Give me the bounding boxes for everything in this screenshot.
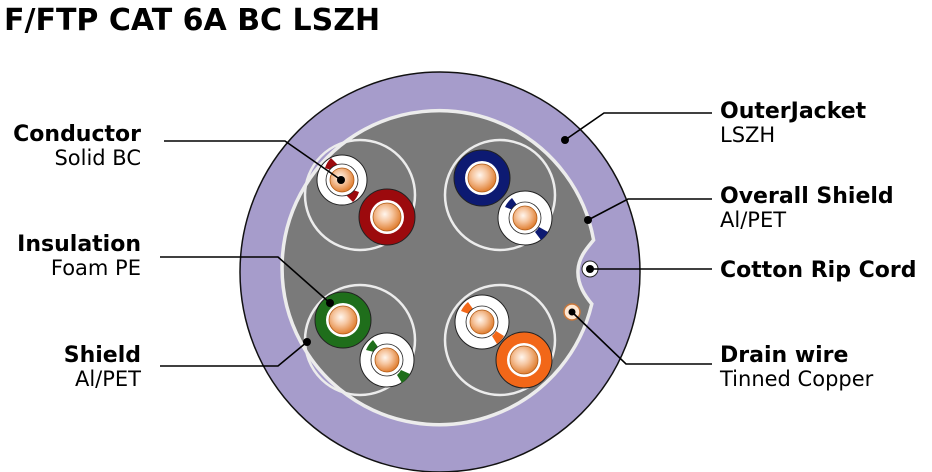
wire-white-orange [454,294,510,350]
leader-overall-shield [584,198,712,224]
label-insulation: Insulation [17,232,141,257]
wire-brown [358,188,416,246]
label-shield: Shield [64,343,141,368]
label-drain-wire: Drain wire [720,343,848,368]
label-shield-detail: Al/PET [75,367,141,391]
label-insulation-detail: Foam PE [51,256,141,280]
label-outer-jacket-detail: LSZH [720,123,775,147]
wire-green [314,291,372,349]
wire-white-blue [497,190,553,246]
overall-shield [280,108,596,427]
leader-conductor [164,140,345,184]
leader-shield [160,338,311,367]
wire-white-green [359,332,415,388]
label-overall-shield: Overall Shield [720,184,894,209]
wire-blue [453,149,511,207]
label-drain-wire-detail: Tinned Copper [719,367,874,391]
label-conductor: Conductor [13,122,141,147]
wire-orange [495,331,553,389]
label-rip-cord: Cotton Rip Cord [720,258,916,283]
label-conductor-detail: Solid BC [54,146,141,170]
pair-shield-top-left [303,138,417,252]
diagram-title: F/FTP CAT 6A BC LSZH [4,3,380,38]
leader-insulation [160,256,334,307]
pair-shield-bottom-right [443,283,557,397]
label-overall-shield-detail: Al/PET [720,208,786,232]
pair-shield-top-right [443,138,557,252]
leader-drain-wire [568,308,712,365]
leader-outer-jacket [561,112,712,144]
leader-rip-cord [586,265,712,273]
label-outer-jacket: OuterJacket [720,99,867,124]
